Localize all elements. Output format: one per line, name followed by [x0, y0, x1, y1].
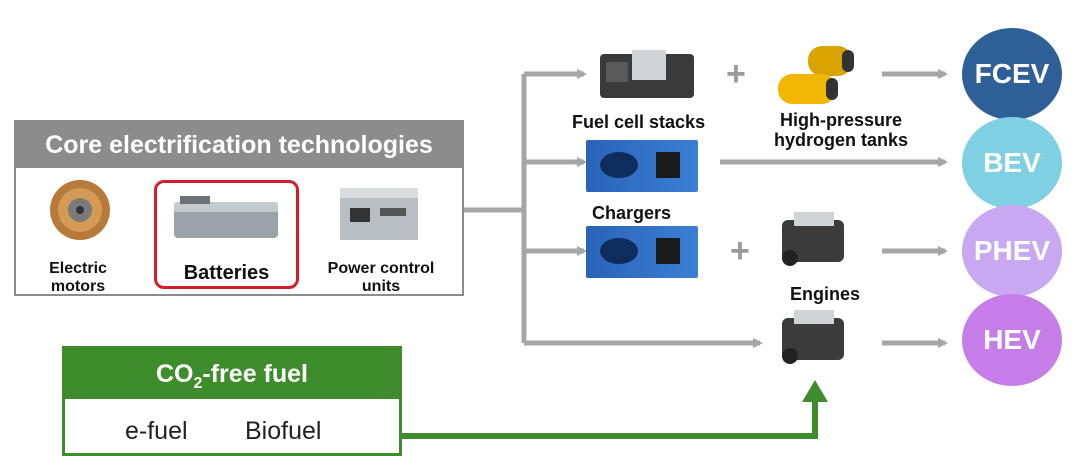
plus-sign-hydrogen: +	[726, 55, 746, 93]
batteries-label: Batteries	[183, 262, 270, 284]
power-control-unit-image	[340, 188, 418, 240]
branch-arrows	[464, 69, 948, 348]
batteries-highlight-box	[154, 180, 299, 289]
engine-image-hev	[782, 310, 844, 364]
phev-circle: PHEV	[962, 205, 1062, 297]
charger-image-bev	[586, 140, 698, 192]
engines-label: Engines	[790, 284, 861, 304]
fuel-arrowhead	[802, 380, 828, 402]
chargers-label: Chargers	[592, 203, 672, 223]
hev-circle: HEV	[962, 294, 1062, 386]
battery-image	[174, 196, 278, 238]
co2-free-fuel-title: CO2-free fuel	[65, 349, 399, 399]
hydrogen-tanks-image	[778, 46, 854, 104]
core-technologies-box: Core electrification technologies Electr…	[14, 120, 464, 296]
power-control-units-label: Power control units	[327, 260, 435, 295]
engine-image-phev	[782, 212, 844, 266]
charger-image-phev	[586, 226, 698, 278]
hydrogen-tanks-label: High-pressure hydrogen tanks	[773, 110, 909, 150]
biofuel-label: Biofuel	[245, 417, 322, 445]
fuel-cell-stack-image	[600, 50, 694, 98]
plus-sign-engine: +	[730, 232, 750, 270]
electric-motors-label: Electric motors	[49, 260, 107, 295]
fuel-arrow	[402, 400, 818, 439]
bev-circle: BEV	[962, 117, 1062, 209]
co2-free-fuel-box: CO2-free fuel e-fuel Biofuel	[62, 346, 402, 456]
fuel-cell-stacks-label: Fuel cell stacks	[572, 112, 706, 132]
e-fuel-label: e-fuel	[125, 417, 188, 445]
core-technologies-title: Core electrification technologies	[16, 122, 462, 168]
fcev-circle: FCEV	[962, 28, 1062, 120]
electric-motor-image	[50, 180, 110, 240]
